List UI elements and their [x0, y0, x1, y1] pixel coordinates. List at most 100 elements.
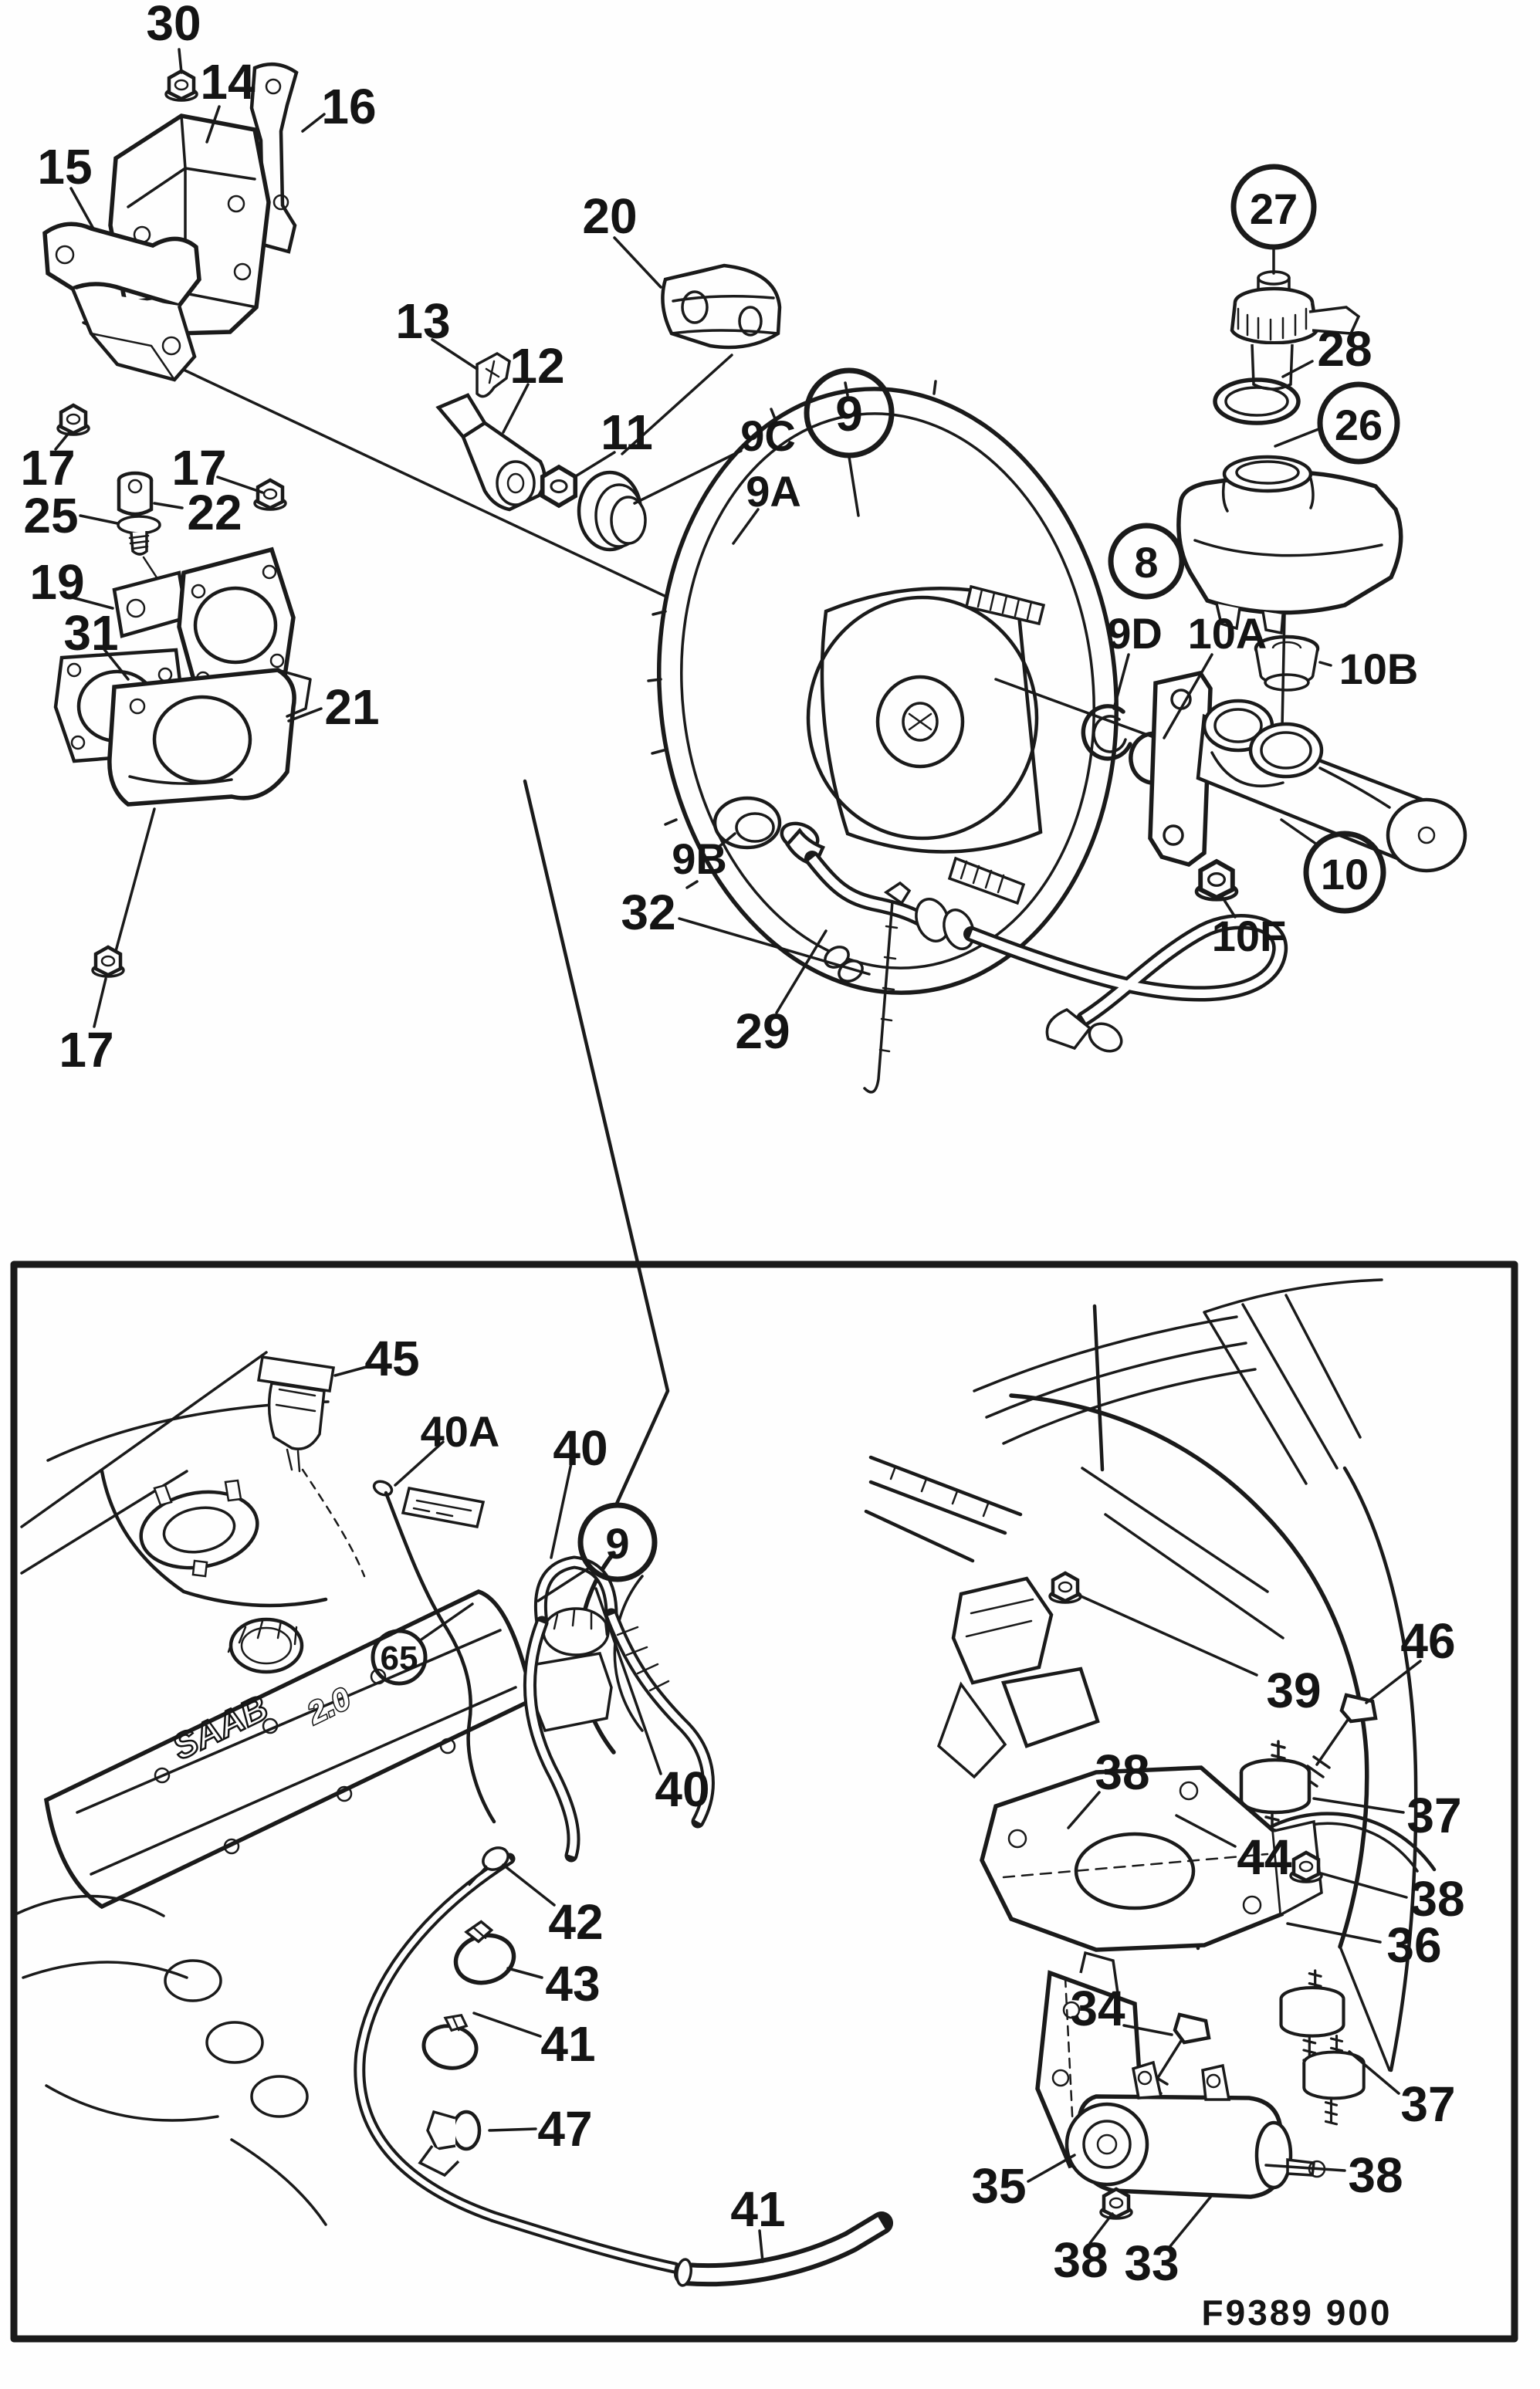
callout-44: 44	[1237, 1829, 1292, 1885]
master-cylinder-10	[1148, 670, 1467, 873]
callout-40-2: 40	[655, 1761, 709, 1817]
callout-47: 47	[537, 2101, 592, 2157]
pushrod-12	[435, 393, 547, 512]
right-view-leaders	[1027, 1593, 1422, 2248]
callout-17-3: 17	[59, 1022, 113, 1078]
svg-text:9: 9	[605, 1519, 629, 1568]
callout-17-2: 17	[171, 440, 226, 496]
callout-41-2: 41	[730, 2181, 785, 2237]
panel-border	[10, 1260, 1518, 2343]
callout-10F: 10F	[1212, 912, 1287, 960]
callout-15: 15	[37, 139, 92, 195]
booster-to-view-leader	[523, 779, 670, 1508]
callout-32: 32	[621, 885, 675, 940]
callout-25: 25	[23, 488, 78, 543]
callout-40A: 40A	[421, 1407, 500, 1456]
callout-10A: 10A	[1188, 609, 1268, 658]
bracket-15	[42, 222, 201, 382]
nut-17-bottom	[93, 947, 124, 976]
hose-40A	[372, 1480, 496, 1824]
callout-43: 43	[545, 1956, 600, 2012]
nut-10F	[1196, 861, 1237, 899]
svg-text:65: 65	[381, 1639, 418, 1677]
engine-mount-bracket	[936, 1576, 1100, 1779]
nut-39	[1050, 1573, 1081, 1602]
callout-38d: 38	[1053, 2232, 1108, 2288]
callout-39: 39	[1266, 1663, 1321, 1718]
booster-stud-lower	[947, 856, 1026, 905]
svg-text:9: 9	[835, 386, 863, 442]
pushrod-axis-line	[621, 354, 733, 455]
callout-26-circled: 26	[1317, 381, 1400, 465]
callout-8-circled: 8	[1108, 523, 1185, 600]
nut-30	[166, 71, 197, 100]
grommet-10B	[1254, 634, 1320, 692]
callout-37b: 37	[1400, 2076, 1455, 2132]
clip-13	[476, 351, 511, 398]
callout-9-circled: 9	[804, 367, 895, 459]
brake-booster	[647, 380, 1119, 995]
nut-17-mid	[255, 480, 286, 509]
seal-28	[1213, 377, 1301, 425]
svg-text:27: 27	[1250, 184, 1298, 233]
callout-35: 35	[971, 2158, 1026, 2214]
fluid-reservoir-26	[1176, 455, 1403, 635]
vacuum-hose-40	[523, 1555, 715, 1863]
callout-21: 21	[324, 679, 379, 735]
hose-union-42	[468, 1846, 509, 1886]
callout-11: 11	[601, 404, 653, 460]
callout-46: 46	[1400, 1613, 1455, 1669]
svg-text:8: 8	[1134, 538, 1158, 587]
callout-42: 42	[548, 1894, 603, 1950]
callout-45: 45	[364, 1331, 419, 1386]
nut-38b	[1291, 1853, 1322, 1882]
callout-22: 22	[187, 485, 242, 540]
callout-13: 13	[395, 293, 450, 349]
callout-9b-circled: 9	[577, 1502, 658, 1582]
figure-code: F9389 900	[1202, 2293, 1393, 2333]
clip-32	[824, 881, 912, 1094]
callout-10-circled: 10	[1303, 831, 1386, 914]
callout-9B: 9B	[672, 834, 727, 883]
oil-filler-cap	[227, 1617, 304, 1674]
callout-9A: 9A	[746, 467, 801, 516]
callout-14: 14	[200, 54, 256, 110]
callout-27-circled: 27	[1230, 164, 1317, 250]
callout-12: 12	[509, 338, 564, 394]
ignition-cassette	[401, 1486, 486, 1529]
callout-10B: 10B	[1339, 645, 1419, 693]
clamp-43b	[421, 2010, 482, 2073]
check-valve-hose-29	[780, 821, 1288, 1053]
clevis-20	[661, 263, 782, 350]
left-view-leaders	[333, 1365, 764, 2263]
pipe-clip-47	[418, 2110, 482, 2178]
pressure-switch-45	[256, 1355, 366, 1578]
hose-41	[354, 1853, 893, 2287]
callout-16: 16	[321, 79, 376, 134]
front-fender	[1009, 1393, 1437, 2073]
e-clip-9D	[1081, 704, 1132, 761]
svg-text:10: 10	[1321, 850, 1369, 898]
callout-37a: 37	[1406, 1788, 1461, 1843]
callout-38b: 38	[1410, 1871, 1464, 1927]
callout-36: 36	[1386, 1917, 1441, 1973]
callout-20: 20	[582, 188, 637, 244]
callout-31: 31	[63, 605, 118, 661]
pump-33	[1064, 2060, 1326, 2199]
callout-9D: 9D	[1107, 609, 1163, 658]
svg-text:26: 26	[1335, 401, 1383, 449]
callout-29: 29	[735, 1003, 790, 1059]
spacer-19	[112, 546, 296, 702]
callout-38a: 38	[1095, 1744, 1149, 1800]
damper-37b-lower	[1302, 2034, 1366, 2126]
callout-30: 30	[146, 0, 201, 51]
callout-65-circled: 65	[371, 1629, 428, 1686]
upper-leader-lines	[54, 48, 1332, 1028]
callout-9C: 9C	[740, 411, 796, 460]
housing-21	[107, 668, 312, 807]
housing-stud-axis	[114, 807, 156, 953]
bolt-22	[117, 471, 165, 590]
bracket-36	[980, 1765, 1323, 1952]
